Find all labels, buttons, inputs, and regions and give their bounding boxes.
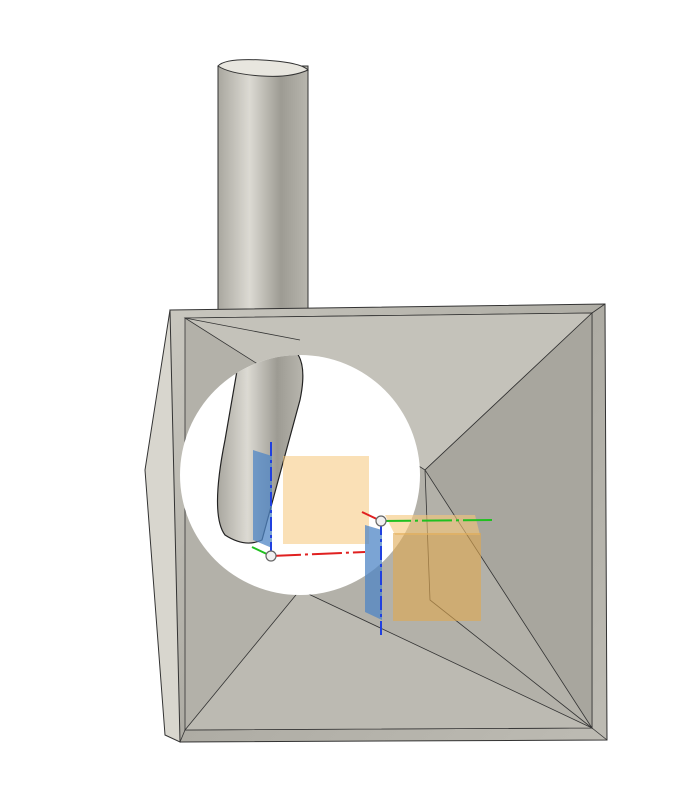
axis-triad-icon <box>251 442 493 635</box>
pipe[interactable] <box>217 59 309 317</box>
sketch-plane-1[interactable] <box>253 450 272 548</box>
construction-plane-2[interactable] <box>393 533 481 621</box>
construction-planes[interactable] <box>253 450 481 621</box>
sketch-plane-2[interactable] <box>365 525 382 620</box>
origin-point-icon[interactable] <box>375 515 387 527</box>
origin-point-icon[interactable] <box>265 550 277 562</box>
construction-plane-1[interactable] <box>283 456 369 544</box>
